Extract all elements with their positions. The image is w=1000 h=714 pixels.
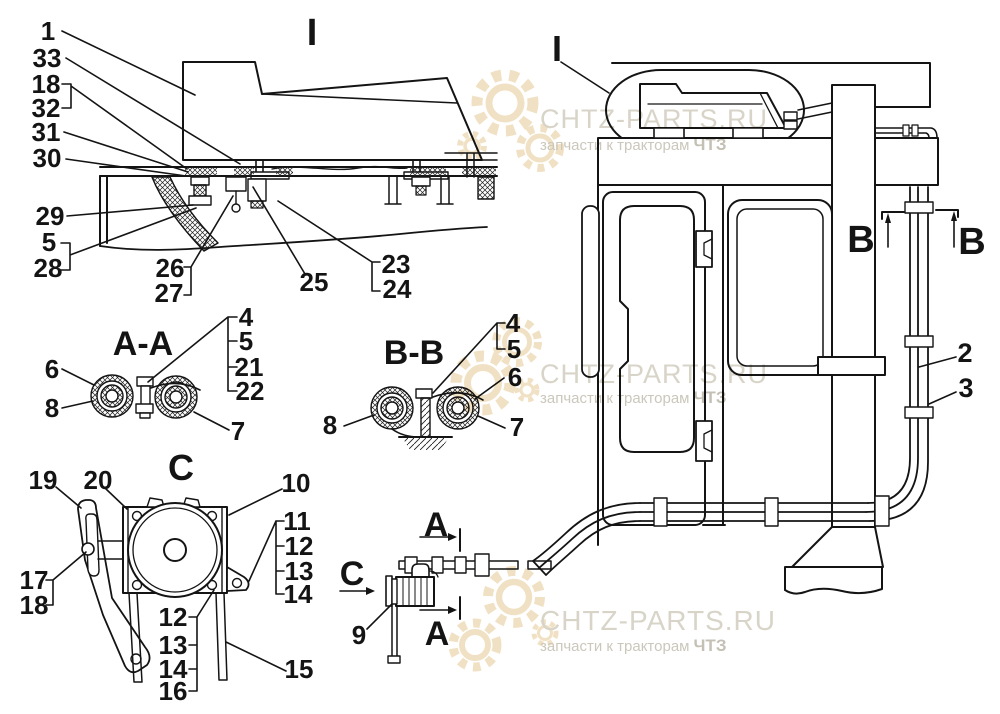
roof-slab: [611, 62, 931, 108]
gear-cluster-mid-icon: [450, 317, 542, 416]
duct-funnel: [791, 526, 884, 568]
watermark-brand: CHTZ-PARTS.RU: [540, 104, 768, 134]
detail-leaders: [60, 30, 381, 296]
view-c-drawing: [77, 497, 250, 683]
callout-bb-7: 7: [510, 412, 524, 442]
callout-c-12: 12: [285, 531, 314, 561]
callout-c-12b: 12: [159, 602, 188, 632]
roof-cap-outline: [182, 61, 483, 161]
callout-aa-8: 8: [45, 393, 59, 423]
view-label-detail-main: I: [307, 12, 318, 54]
callout-31: 31: [32, 117, 61, 147]
callout-aa-22: 22: [236, 376, 265, 406]
section-b-b-drawing: [370, 386, 484, 450]
callout-3: 3: [958, 373, 973, 403]
callout-30: 30: [33, 143, 62, 173]
callout-18: 18: [32, 69, 61, 99]
callout-28: 28: [34, 253, 63, 283]
callout-c-15: 15: [285, 654, 314, 684]
callout-c-16: 16: [159, 676, 188, 706]
heater-unit: [639, 83, 787, 129]
callout-c-20: 20: [84, 465, 113, 495]
callout-1: 1: [41, 16, 55, 46]
overview-drawing: [532, 61, 959, 595]
arrow-label-b-right: B: [958, 221, 985, 263]
callout-24: 24: [383, 274, 412, 304]
callout-29: 29: [36, 201, 65, 231]
callout-2: 2: [957, 338, 972, 368]
callout-26: 26: [156, 253, 185, 283]
callout-aa-21: 21: [235, 352, 264, 382]
callout-c-14: 14: [284, 579, 313, 609]
view-label-section-bb: B-B: [384, 334, 444, 372]
callout-aa-7: 7: [231, 416, 245, 446]
detail-view-roof-mount: [99, 61, 498, 252]
callout-c-14b: 14: [159, 654, 188, 684]
callout-c-10: 10: [282, 468, 311, 498]
door-window: [619, 205, 695, 453]
gear-cluster-bottom-icon: [448, 566, 559, 672]
right-window: [727, 199, 833, 376]
fan-housing: [127, 502, 223, 598]
duct-clamp: [817, 356, 886, 376]
callout-25: 25: [300, 267, 329, 297]
callout-c-17: 17: [20, 565, 49, 595]
cab-top-band: [597, 137, 939, 186]
callout-bb-8: 8: [323, 410, 337, 440]
arrow-label-a-top: A: [424, 506, 449, 544]
arrow-label-a-bottom: A: [425, 615, 450, 653]
air-duct-column: [831, 84, 876, 528]
watermark-brand: CHTZ-PARTS.RU: [540, 605, 776, 636]
callout-c-18: 18: [20, 590, 49, 620]
view-label-section-aa: A-A: [113, 325, 173, 363]
callout-c-13: 13: [285, 556, 314, 586]
view-label-detail-ref: I: [552, 28, 562, 69]
callout-aa-5: 5: [239, 326, 253, 356]
callout-5: 5: [42, 227, 56, 257]
callout-aa-4: 4: [239, 302, 254, 332]
callout-23: 23: [382, 249, 411, 279]
labels-layer: I I A-A B-B C C A A B B 1 33 18 32 31 30…: [20, 12, 986, 706]
arrow-label-b-left: B: [847, 219, 874, 261]
gear-cluster-top-icon: [457, 69, 564, 172]
section-a-a-leaders: [61, 316, 238, 431]
callout-aa-6: 6: [45, 354, 59, 384]
callout-9: 9: [352, 620, 366, 650]
valve-view-drawing: [339, 528, 552, 664]
callout-27: 27: [155, 278, 184, 308]
callout-33: 33: [33, 43, 62, 73]
wall-hatched-section: [151, 176, 219, 252]
callout-c-11: 11: [283, 506, 311, 536]
arrow-label-c: C: [340, 555, 365, 593]
view-c-leaders: [45, 486, 287, 692]
callout-c-13b: 13: [159, 630, 188, 660]
section-a-a-drawing: [90, 374, 201, 419]
callout-32: 32: [32, 93, 61, 123]
view-label-c: C: [168, 447, 194, 488]
callout-c-19: 19: [29, 465, 58, 495]
watermark-brand: CHTZ-PARTS.RU: [540, 359, 768, 389]
